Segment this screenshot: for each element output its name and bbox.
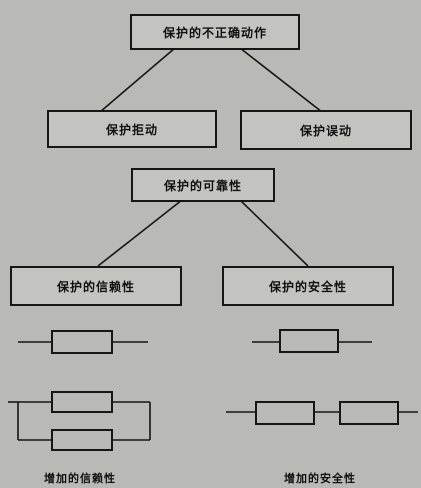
component-block bbox=[51, 330, 113, 354]
component-block bbox=[279, 329, 339, 353]
caption-increased-security: 增加的安全性 bbox=[284, 472, 356, 485]
connector-line bbox=[239, 199, 309, 267]
component-block bbox=[339, 401, 399, 425]
box-security: 保护的安全性 bbox=[222, 266, 394, 306]
box-reliability: 保护的可靠性 bbox=[131, 168, 275, 202]
box-false-operation: 保护误动 bbox=[240, 110, 412, 150]
caption-increased-dependability: 增加的信赖性 bbox=[44, 472, 116, 485]
connector-line bbox=[239, 47, 323, 113]
component-block bbox=[255, 401, 315, 425]
box-refuse-to-operate: 保护拒动 bbox=[47, 110, 217, 148]
connector-line bbox=[97, 199, 183, 267]
connector-line bbox=[99, 47, 176, 113]
box-dependability: 保护的信赖性 bbox=[10, 266, 182, 306]
component-block bbox=[51, 391, 113, 413]
box-incorrect-operation: 保护的不正确动作 bbox=[130, 14, 300, 50]
component-block bbox=[51, 429, 113, 451]
